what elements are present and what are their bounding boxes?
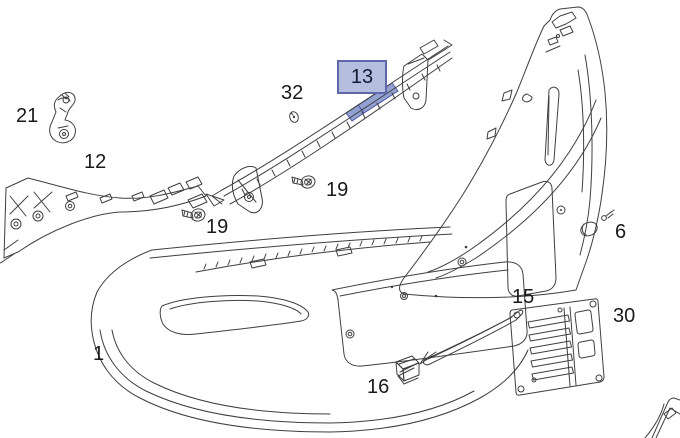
callout-30[interactable]: 30 <box>613 305 636 327</box>
callout-13-selected[interactable]: 13 <box>337 60 387 94</box>
part-12-side-bracket[interactable] <box>0 176 208 264</box>
callout-6[interactable]: 6 <box>615 221 627 243</box>
corner-part-cutoff-drawing <box>644 397 680 438</box>
callout-19-lower[interactable]: 19 <box>206 216 229 238</box>
part-19-screw-upper[interactable] <box>291 174 316 189</box>
part-21-corner-bracket[interactable] <box>49 91 76 144</box>
part-30-license-plate-bracket[interactable] <box>509 298 605 396</box>
car-body-drawing <box>390 6 608 300</box>
callout-15[interactable]: 15 <box>512 286 535 308</box>
callout-19-upper[interactable]: 19 <box>326 179 349 201</box>
callout-13-label: 13 <box>350 65 374 88</box>
part-32-grommet[interactable] <box>288 111 299 124</box>
part-19-screw-lower[interactable] <box>181 207 206 222</box>
part-6-towing-eye-cover[interactable] <box>579 209 615 238</box>
callout-21[interactable]: 21 <box>16 105 39 127</box>
part-15-sill-strip[interactable] <box>397 309 524 377</box>
callout-1[interactable]: 1 <box>93 343 105 365</box>
part-1-bumper-cover[interactable] <box>90 226 529 433</box>
callout-16[interactable]: 16 <box>367 376 390 398</box>
callout-12[interactable]: 12 <box>84 151 107 173</box>
part-16-clip[interactable] <box>395 355 420 385</box>
callout-32[interactable]: 32 <box>281 82 304 104</box>
part-13-impact-bar[interactable] <box>205 39 453 214</box>
